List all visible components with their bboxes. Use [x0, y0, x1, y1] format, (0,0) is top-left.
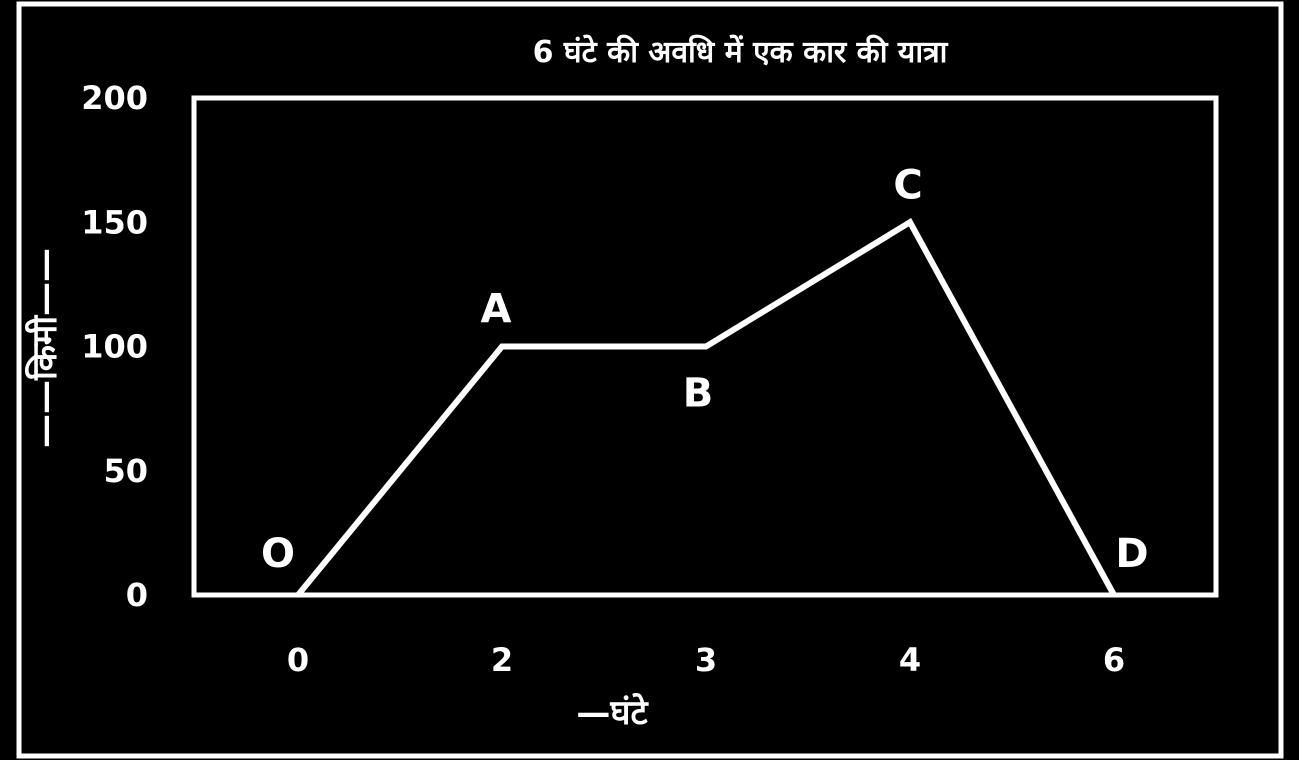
y-axis-ticks: 0 50 100 150 200: [81, 79, 148, 614]
x-tick-label: 4: [899, 641, 921, 679]
outer-border: [16, 1, 1284, 759]
x-tick-label: 0: [287, 641, 309, 679]
x-axis-label: —घंटे: [576, 692, 649, 733]
y-tick-label: 150: [81, 203, 148, 241]
plot-area: [191, 95, 1219, 598]
point-label-d: D: [1115, 531, 1148, 577]
point-labels: O A B C D: [261, 162, 1149, 577]
x-tick-label: 6: [1103, 641, 1125, 679]
y-tick-label: 50: [103, 452, 148, 490]
chart-title: 6 घंटे की अवधि में एक कार की यात्रा: [533, 34, 949, 70]
y-tick-label: 200: [81, 79, 148, 117]
y-tick-label: 0: [126, 576, 148, 614]
point-label-c: C: [893, 162, 922, 208]
x-tick-label: 2: [491, 641, 513, 679]
x-axis-ticks: 0 2 3 4 6: [287, 641, 1125, 679]
point-label-o: O: [261, 531, 295, 577]
point-label-a: A: [481, 287, 512, 333]
x-tick-label: 3: [695, 641, 717, 679]
y-axis-label: ——किमी——: [24, 248, 65, 448]
point-label-b: B: [683, 371, 714, 417]
y-tick-label: 100: [81, 328, 148, 366]
series-line: [295, 218, 1117, 597]
